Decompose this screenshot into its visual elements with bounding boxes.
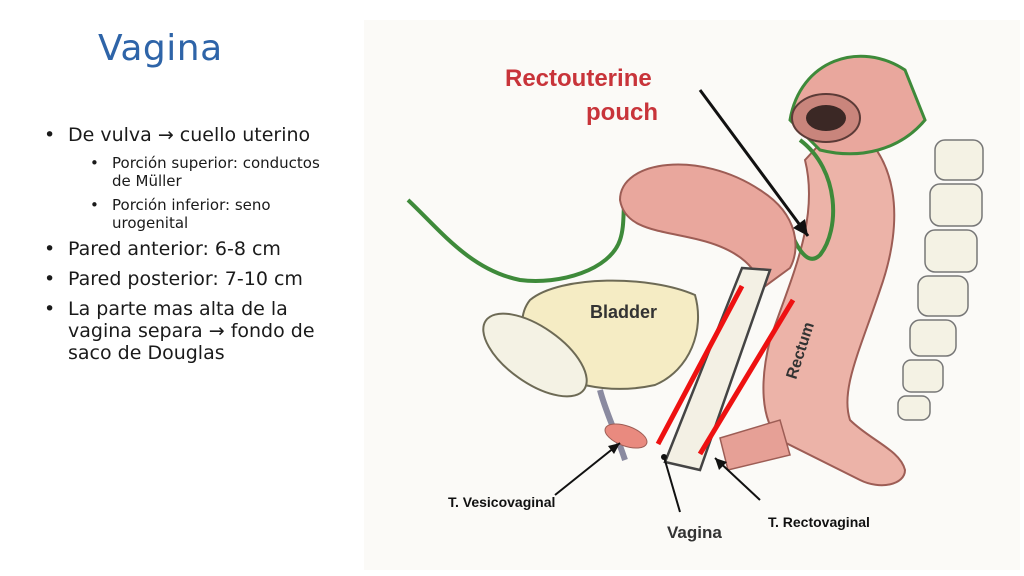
urethral-sphincter bbox=[604, 423, 648, 449]
rectouterine-arrowhead bbox=[793, 219, 808, 236]
t-rectovaginal-label: T. Rectovaginal bbox=[768, 514, 870, 530]
anal-canal bbox=[719, 419, 791, 471]
urethra bbox=[597, 389, 628, 461]
pubic-bone bbox=[482, 312, 588, 398]
vagina-canal bbox=[663, 266, 772, 472]
rectovaginal-arrowhead bbox=[715, 458, 727, 470]
subbullet-upper-portion: Porción superior: conductos de Müller bbox=[40, 154, 340, 190]
bladder-label: Bladder bbox=[590, 302, 657, 322]
vesicovaginal-septum bbox=[655, 284, 745, 446]
vagina-pointer-line bbox=[663, 456, 681, 513]
uterus bbox=[618, 163, 797, 292]
subbullet-lower-portion: Porción inferior: seno urogenital bbox=[40, 196, 340, 232]
vagina-label: Vagina bbox=[667, 523, 722, 542]
slide-title: Vagina bbox=[98, 28, 223, 69]
bullet-list: De vulva → cuello uterino Porción superi… bbox=[40, 124, 340, 372]
rectovaginal-septum bbox=[697, 298, 796, 456]
rectouterine-arrow bbox=[698, 89, 810, 237]
sigmoid-colon bbox=[788, 54, 927, 156]
pelvic-anatomy-diagram: Bladder Rectouterine pouch Rectum T. Ves… bbox=[364, 20, 1020, 570]
rectouterine-label-line1: Rectouterine bbox=[505, 65, 652, 92]
t-vesicovaginal-label: T. Vesicovaginal bbox=[448, 494, 555, 510]
vesicovaginal-arrow bbox=[554, 442, 621, 496]
bullet-posterior-wall: Pared posterior: 7-10 cm bbox=[40, 268, 340, 290]
vesicovaginal-arrowhead bbox=[608, 443, 620, 454]
rectouterine-label-line2: pouch bbox=[586, 99, 658, 126]
bullet-douglas-pouch: La parte mas alta de la vagina separa → … bbox=[40, 298, 340, 364]
sacrum-vertebrae bbox=[897, 139, 984, 421]
bullet-vulva-cervix: De vulva → cuello uterino bbox=[40, 124, 340, 146]
bullet-anterior-wall: Pared anterior: 6-8 cm bbox=[40, 238, 340, 260]
